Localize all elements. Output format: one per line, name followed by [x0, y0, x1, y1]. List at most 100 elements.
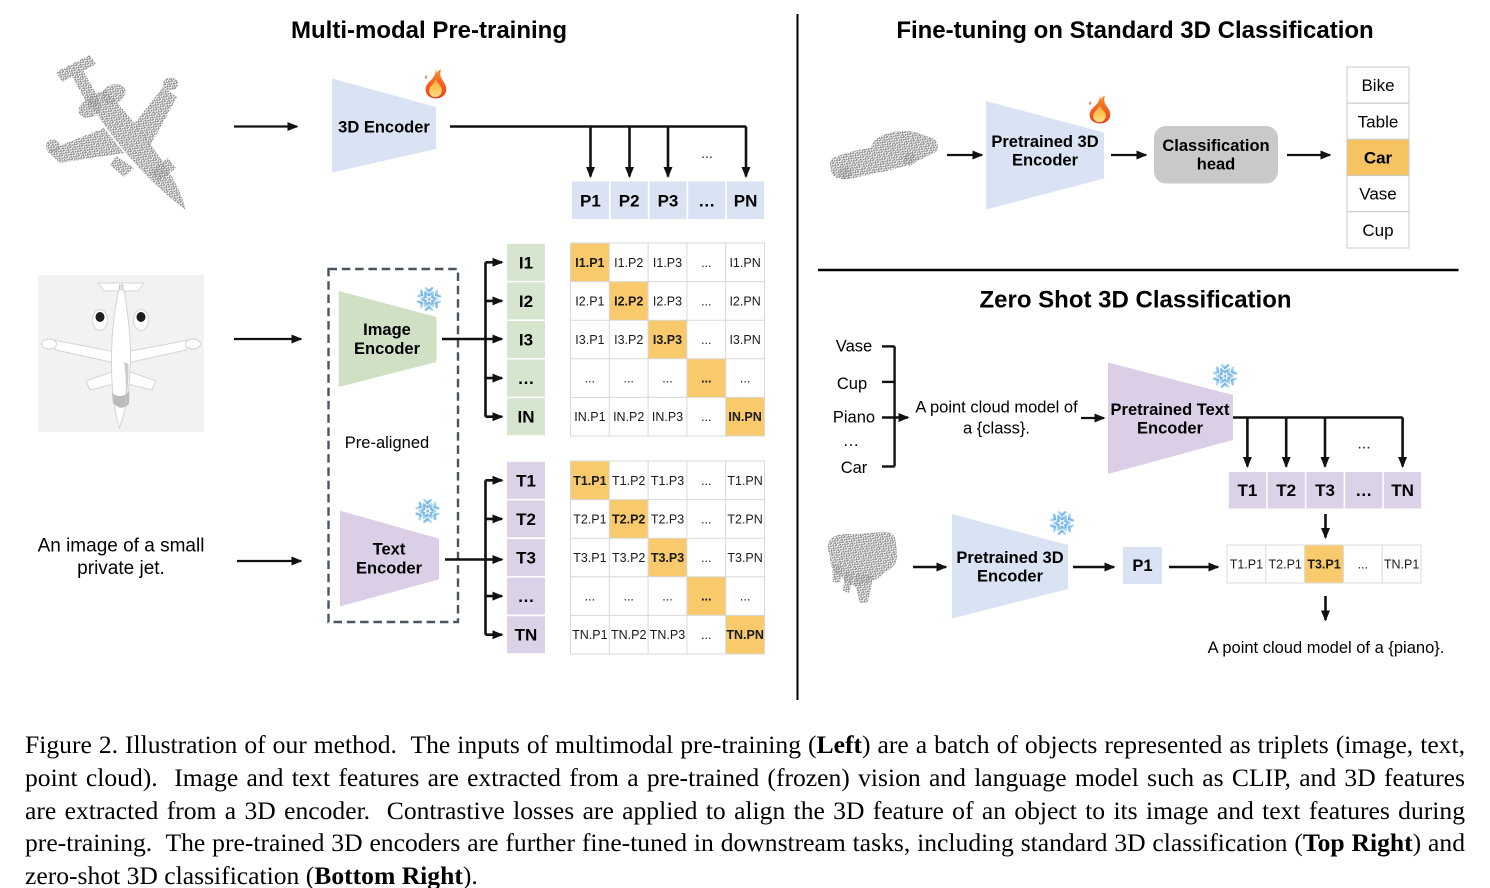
svg-text:…: …: [843, 432, 860, 450]
svg-text:I1.P1: I1.P1: [575, 256, 604, 270]
svg-text:Multi-modal Pre-training: Multi-modal Pre-training: [291, 17, 567, 44]
svg-text:T3.P1: T3.P1: [573, 551, 606, 565]
svg-text:T3.P3: T3.P3: [651, 551, 684, 565]
svg-text:Image: Image: [363, 321, 411, 339]
svg-text:...: ...: [701, 590, 711, 604]
svg-text:P2: P2: [619, 191, 640, 210]
svg-text:a {class}.: a {class}.: [963, 420, 1030, 438]
svg-text:A point cloud model of a {pian: A point cloud model of a {piano}.: [1208, 639, 1445, 657]
svg-text:TN: TN: [1391, 481, 1414, 500]
svg-text:...: ...: [701, 410, 711, 424]
svg-text:Encoder: Encoder: [356, 560, 423, 578]
svg-text:IN.P3: IN.P3: [652, 410, 683, 424]
svg-text:T2.PN: T2.PN: [727, 512, 762, 526]
svg-text:Cup: Cup: [837, 375, 867, 393]
svg-text:T2.P2: T2.P2: [612, 512, 645, 526]
svg-text:T3: T3: [516, 549, 536, 568]
svg-text:Table: Table: [1358, 112, 1399, 131]
svg-text:Pretrained Text: Pretrained Text: [1111, 401, 1230, 419]
svg-text:Fine-tuning on Standard 3D Cla: Fine-tuning on Standard 3D Classificatio…: [896, 17, 1373, 44]
svg-text:I3: I3: [519, 331, 533, 350]
svg-text:TN.P2: TN.P2: [611, 628, 646, 642]
svg-text:T3.P2: T3.P2: [612, 551, 645, 565]
svg-text:I2.P1: I2.P1: [575, 294, 604, 308]
svg-text:...: ...: [662, 590, 672, 604]
svg-text:A point cloud model of: A point cloud model of: [915, 399, 1078, 417]
svg-text:...: ...: [1357, 436, 1370, 453]
svg-text:T2: T2: [1276, 481, 1296, 500]
svg-text:Text: Text: [373, 541, 406, 559]
svg-text:Bike: Bike: [1361, 76, 1394, 95]
svg-text:Car: Car: [841, 459, 868, 477]
svg-text:...: ...: [701, 628, 711, 642]
svg-text:I2: I2: [519, 292, 533, 311]
svg-text:…: …: [518, 587, 535, 606]
svg-text:An image of a small: An image of a small: [38, 536, 205, 557]
svg-text:T1.P2: T1.P2: [612, 474, 645, 488]
svg-text:IN.PN: IN.PN: [728, 410, 761, 424]
svg-text:Encoder: Encoder: [1137, 420, 1204, 438]
svg-text:I1.P2: I1.P2: [614, 256, 643, 270]
svg-text:...: ...: [623, 590, 633, 604]
svg-text:TN.P1: TN.P1: [572, 628, 607, 642]
svg-text:T3.P1: T3.P1: [1307, 558, 1340, 572]
svg-text:I3.P3: I3.P3: [653, 333, 682, 347]
svg-text:…: …: [698, 191, 715, 210]
svg-text:PN: PN: [734, 191, 758, 210]
svg-text:...: ...: [1358, 558, 1368, 572]
svg-text:Vase: Vase: [836, 338, 872, 356]
svg-text:T1.P1: T1.P1: [1230, 558, 1263, 572]
svg-text:Encoder: Encoder: [977, 568, 1044, 586]
svg-text:private jet.: private jet.: [77, 558, 165, 579]
svg-text:Piano: Piano: [833, 409, 875, 427]
svg-text:...: ...: [740, 590, 750, 604]
svg-text:...: ...: [701, 372, 711, 386]
svg-text:I2.PN: I2.PN: [729, 294, 760, 308]
svg-text:T1.PN: T1.PN: [727, 474, 762, 488]
svg-text:I1: I1: [519, 253, 533, 272]
svg-text:I3.P1: I3.P1: [575, 333, 604, 347]
svg-text:...: ...: [701, 333, 711, 347]
svg-text:Cup: Cup: [1362, 221, 1393, 240]
svg-text:...: ...: [623, 372, 633, 386]
svg-text:Pretrained 3D: Pretrained 3D: [956, 549, 1063, 567]
svg-text:...: ...: [740, 372, 750, 386]
svg-text:I2.P3: I2.P3: [653, 294, 682, 308]
svg-text:Classification: Classification: [1162, 137, 1269, 155]
svg-text:Encoder: Encoder: [354, 340, 421, 358]
svg-text:Pretrained 3D: Pretrained 3D: [991, 133, 1098, 151]
svg-text:I1.P3: I1.P3: [653, 256, 682, 270]
svg-text:...: ...: [585, 372, 595, 386]
svg-text:TN.P3: TN.P3: [650, 628, 685, 642]
svg-text:…: …: [518, 369, 535, 388]
svg-text:T2: T2: [516, 510, 536, 529]
svg-text:I3.P2: I3.P2: [614, 333, 643, 347]
svg-text:IN.P2: IN.P2: [613, 410, 644, 424]
svg-text:T3.PN: T3.PN: [727, 551, 762, 565]
svg-text:T1.P3: T1.P3: [651, 474, 684, 488]
svg-text:...: ...: [662, 372, 672, 386]
svg-text:…: …: [1355, 481, 1372, 500]
svg-text:P3: P3: [658, 191, 679, 210]
svg-text:P1: P1: [580, 191, 601, 210]
svg-text:IN.P1: IN.P1: [574, 410, 605, 424]
svg-text:TN: TN: [515, 626, 538, 645]
svg-text:TN.P1: TN.P1: [1384, 558, 1419, 572]
svg-text:T2.P3: T2.P3: [651, 512, 684, 526]
svg-text:T1: T1: [1237, 481, 1257, 500]
svg-text:...: ...: [701, 294, 711, 308]
svg-text:IN: IN: [518, 408, 535, 427]
svg-text:I3.PN: I3.PN: [729, 333, 760, 347]
svg-text:I1.PN: I1.PN: [729, 256, 760, 270]
svg-text:...: ...: [701, 474, 711, 488]
svg-text:head: head: [1197, 156, 1236, 174]
svg-text:T1: T1: [516, 471, 536, 490]
svg-text:...: ...: [701, 512, 711, 526]
svg-text:TN.PN: TN.PN: [726, 628, 764, 642]
svg-text:Pre-aligned: Pre-aligned: [345, 434, 429, 452]
svg-text:T1.P1: T1.P1: [573, 474, 606, 488]
svg-text:Encoder: Encoder: [1012, 152, 1079, 170]
svg-text:Vase: Vase: [1359, 185, 1397, 204]
svg-text:...: ...: [701, 145, 713, 161]
svg-text:...: ...: [701, 551, 711, 565]
